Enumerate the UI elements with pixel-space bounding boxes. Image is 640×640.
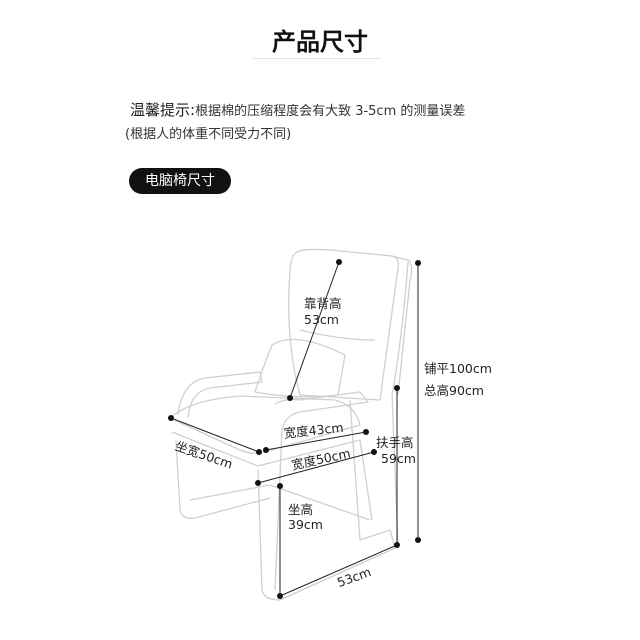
section-badge: 电脑椅尺寸 [129,168,231,194]
width50-dim-line [257,451,375,484]
width43-dim-line [265,431,367,451]
seat-height-value: 39cm [288,517,323,532]
tip-note: (根据人的体重不同受力不同) [125,127,292,142]
tip-label: 温馨提示: [130,101,196,119]
dimension-lines [170,261,419,597]
backrest-dim-line [289,261,340,399]
armrest-label: 扶手高 [376,435,414,450]
chair-outline [169,248,413,601]
title-divider [253,58,381,59]
page-title: 产品尺寸 [272,28,368,56]
depth-dim-line [279,544,398,597]
dimension-dots [168,259,421,599]
total-height: 总高90cm [424,383,484,398]
backrest-value: 53cm [304,312,339,327]
flat-height: 铺平100cm [424,361,492,376]
backrest-label: 靠背高 [304,296,342,311]
tip-body: 根据棉的压缩程度会有大致 3-5cm 的测量误差 [195,104,466,119]
armrest-value: 59cm [381,451,416,466]
tip-text: 温馨提示:根据棉的压缩程度会有大致 3-5cm 的测量误差 [130,99,465,120]
seat-height-label: 坐高 [288,502,314,517]
seat-width-dim-line [170,417,260,453]
